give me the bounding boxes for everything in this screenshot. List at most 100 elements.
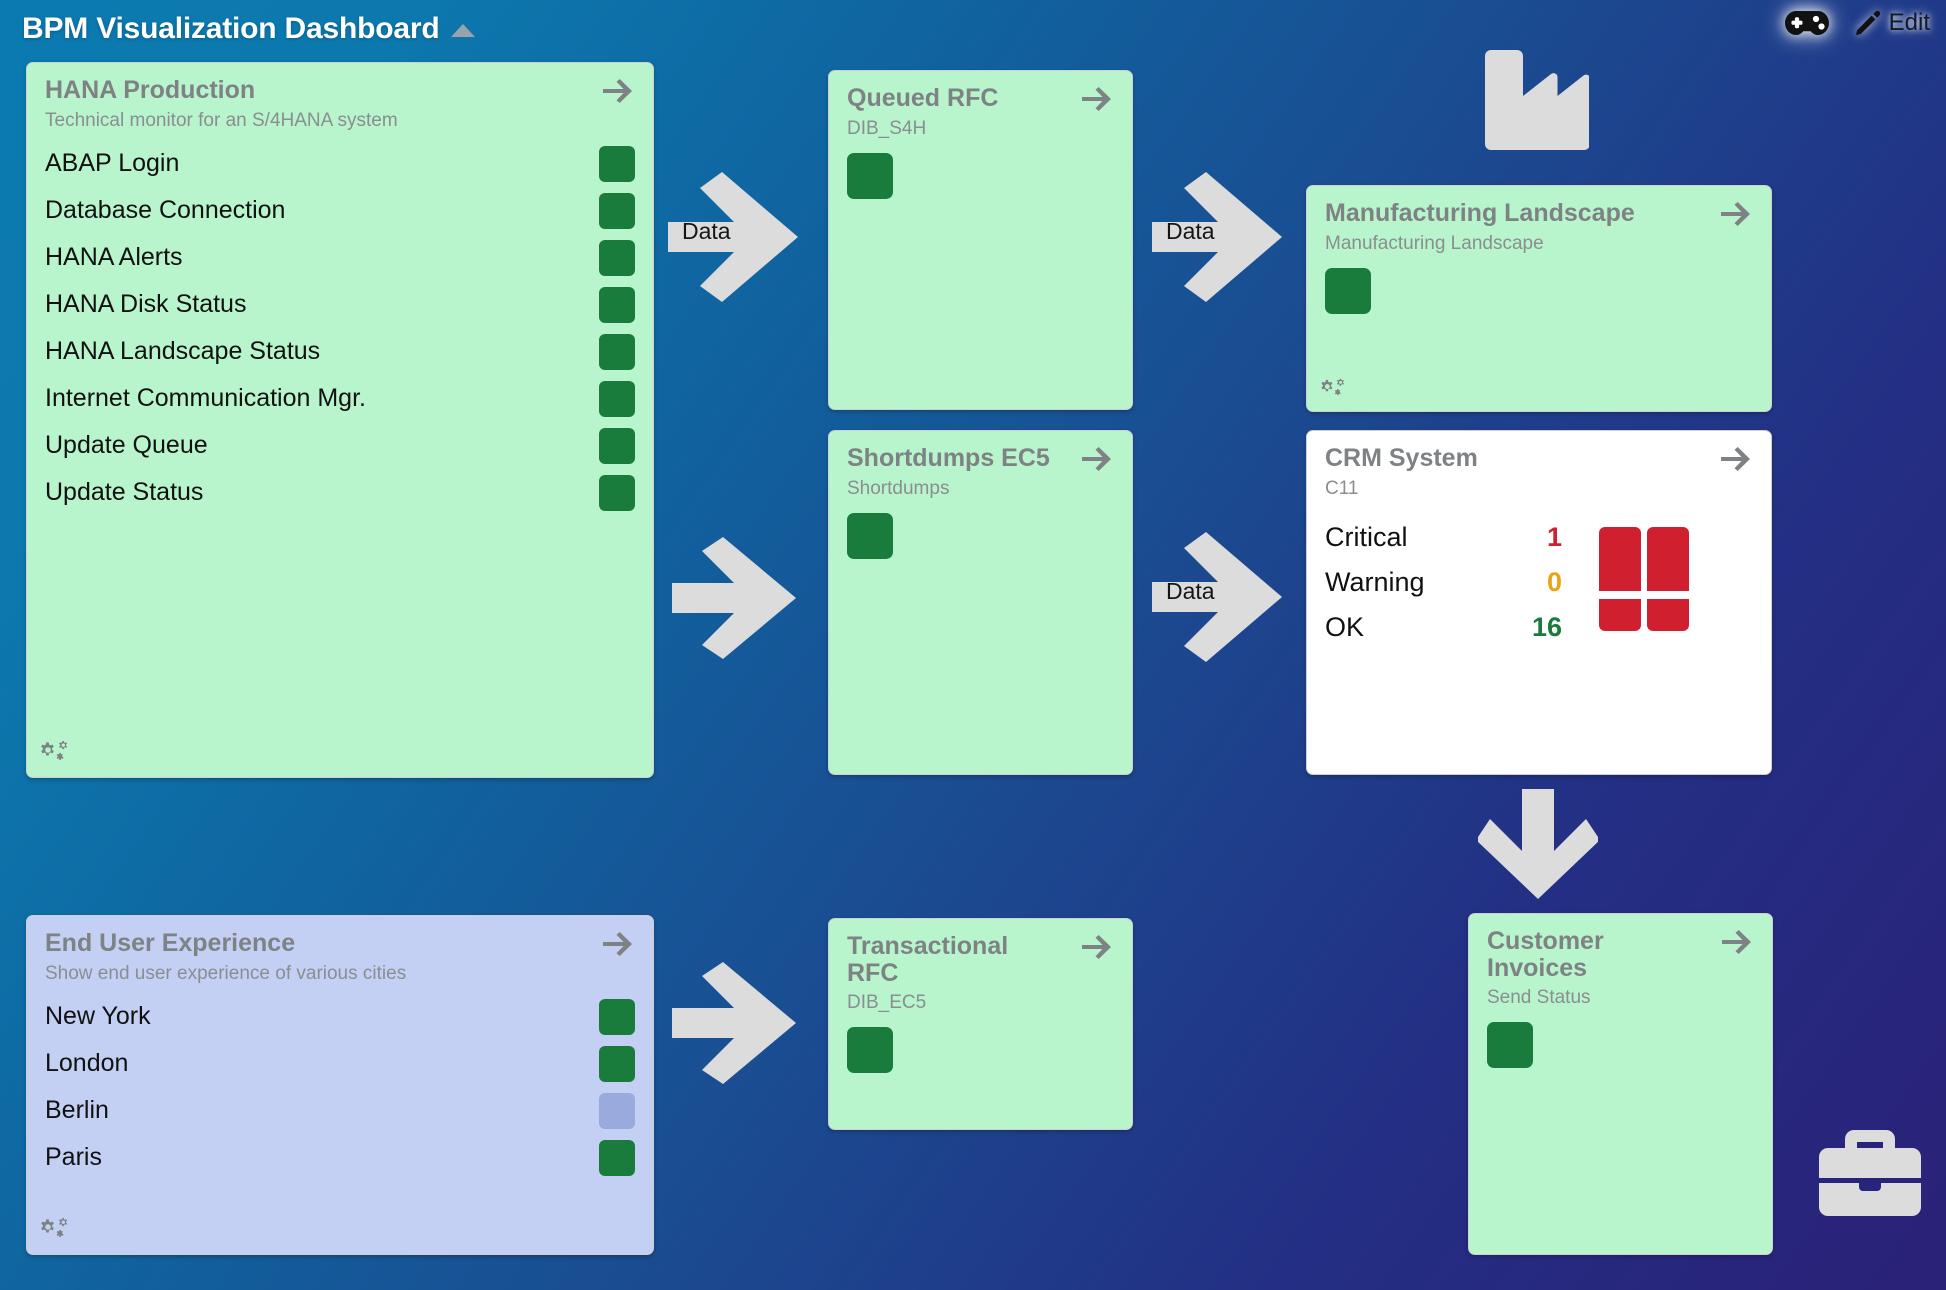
arrow-right-icon	[672, 537, 796, 659]
status-row[interactable]: Update Status	[45, 469, 635, 516]
card-subtitle: Send Status	[1487, 987, 1591, 1008]
status-row[interactable]: Internet Communication Mgr.	[45, 375, 635, 422]
crm-metrics-list: Critical 1 Warning 0 OK 16	[1325, 522, 1562, 657]
arrow-right-icon[interactable]	[1719, 447, 1753, 473]
header-actions: Edit	[1784, 8, 1930, 38]
metric-label: Critical	[1325, 522, 1408, 552]
status-indicator	[599, 192, 635, 229]
card-subtitle: Technical monitor for an S/4HANA system	[45, 110, 398, 131]
card-customer-invoices[interactable]: Customer Invoices Send Status	[1468, 913, 1773, 1255]
card-manufacturing-landscape[interactable]: Manufacturing Landscape Manufacturing La…	[1306, 185, 1772, 412]
card-subtitle: DIB_EC5	[847, 992, 927, 1013]
card-subtitle: Manufacturing Landscape	[1325, 233, 1544, 254]
metric-value: 0	[1546, 567, 1562, 597]
status-row[interactable]: Update Queue	[45, 422, 635, 469]
status-indicator	[599, 145, 635, 182]
card-queued-rfc[interactable]: Queued RFC DIB_S4H	[828, 70, 1133, 410]
arrow-right-icon[interactable]	[1080, 935, 1114, 961]
pencil-icon	[1855, 10, 1881, 36]
card-transactional-rfc[interactable]: Transactional RFC DIB_EC5	[828, 918, 1133, 1130]
gears-icon[interactable]	[1321, 377, 1351, 403]
status-indicator	[599, 427, 635, 464]
arrow-right-icon	[668, 172, 798, 302]
triangle-up-icon[interactable]	[451, 24, 476, 37]
status-row[interactable]: HANA Disk Status	[45, 281, 635, 328]
metric-row: Critical 1	[1325, 522, 1562, 567]
metric-label: OK	[1325, 612, 1365, 642]
gears-icon[interactable]	[41, 739, 75, 769]
dashboard-header: BPM Visualization Dashboard	[22, 12, 476, 46]
status-row-label: Internet Communication Mgr.	[45, 384, 366, 412]
card-header: Manufacturing Landscape	[1325, 200, 1753, 228]
status-indicator	[847, 153, 893, 199]
status-indicator	[599, 474, 635, 511]
status-row[interactable]: New York	[45, 993, 635, 1040]
status-indicator	[599, 1092, 635, 1129]
status-row-label: HANA Disk Status	[45, 290, 247, 318]
status-indicator	[1487, 1022, 1533, 1068]
briefcase-icon	[1818, 1128, 1922, 1216]
arrow-right-icon[interactable]	[601, 932, 635, 958]
arrow-right-icon[interactable]	[1719, 202, 1753, 228]
database-icon	[1596, 525, 1692, 635]
card-subtitle: Show end user experience of various citi…	[45, 963, 407, 984]
status-row-label: Database Connection	[45, 196, 286, 224]
arrow-right-icon[interactable]	[1080, 87, 1114, 113]
status-row-label: Update Queue	[45, 431, 208, 459]
metric-row: OK 16	[1325, 612, 1562, 657]
arrow-right-icon[interactable]	[601, 79, 635, 105]
status-row[interactable]: London	[45, 1040, 635, 1087]
arrow-right-icon[interactable]	[1080, 447, 1114, 473]
status-row[interactable]: ABAP Login	[45, 140, 635, 187]
card-title: Queued RFC	[847, 84, 999, 112]
status-row-label: HANA Alerts	[45, 243, 183, 271]
card-title: Customer Invoices	[1487, 927, 1604, 982]
connector-shortdumps-to-crm: Data	[1148, 532, 1286, 662]
status-indicator	[599, 1045, 635, 1082]
card-hana-production[interactable]: HANA Production Technical monitor for an…	[26, 62, 654, 778]
status-row[interactable]: Database Connection	[45, 187, 635, 234]
card-header: Transactional RFC	[847, 933, 1114, 987]
status-indicator	[1325, 268, 1371, 314]
status-indicator	[847, 513, 893, 559]
status-indicator	[599, 239, 635, 276]
card-end-user-experience[interactable]: End User Experience Show end user experi…	[26, 915, 654, 1255]
card-crm-system[interactable]: CRM System C11 Critical 1 Warning 0 OK 1…	[1306, 430, 1772, 775]
metric-label: Warning	[1325, 567, 1425, 597]
gears-icon[interactable]	[41, 1216, 75, 1246]
status-row-list: ABAP Login Database Connection HANA Aler…	[45, 140, 635, 516]
status-row-label: HANA Landscape Status	[45, 337, 321, 365]
metric-value: 1	[1546, 522, 1562, 552]
card-title: Shortdumps EC5	[847, 444, 1050, 472]
connector-hana-to-shortdumps	[668, 537, 800, 659]
status-row-list: New York London Berlin Paris	[45, 993, 635, 1181]
card-shortdumps-ec5[interactable]: Shortdumps EC5 Shortdumps	[828, 430, 1133, 775]
card-title: Manufacturing Landscape	[1325, 199, 1635, 227]
card-header: Shortdumps EC5	[847, 445, 1114, 473]
status-row[interactable]: Paris	[45, 1134, 635, 1181]
status-row-label: Update Status	[45, 478, 204, 506]
card-header: End User Experience	[45, 930, 635, 958]
status-row[interactable]: HANA Alerts	[45, 234, 635, 281]
status-indicator	[599, 286, 635, 323]
arrow-right-icon	[1152, 172, 1282, 302]
gamepad-icon[interactable]	[1784, 8, 1829, 38]
card-subtitle: Shortdumps	[847, 478, 950, 499]
arrow-right-icon	[1152, 532, 1282, 662]
edit-button[interactable]: Edit	[1855, 9, 1930, 37]
card-header: Queued RFC	[847, 85, 1114, 113]
card-subtitle: C11	[1325, 478, 1359, 499]
card-header: Customer Invoices	[1487, 928, 1754, 982]
crm-metrics-body: Critical 1 Warning 0 OK 16	[1325, 522, 1753, 657]
card-title: HANA Production	[45, 76, 256, 104]
arrow-right-icon[interactable]	[1720, 930, 1754, 956]
status-row[interactable]: Berlin	[45, 1087, 635, 1134]
connector-label: Data	[1166, 218, 1215, 244]
status-indicator	[599, 1139, 635, 1176]
status-indicator	[599, 998, 635, 1035]
connector-queued-rfc-to-manufacturing: Data	[1148, 172, 1286, 302]
connector-crm-to-customer-invoices	[1478, 785, 1598, 903]
card-header: CRM System	[1325, 445, 1753, 473]
status-indicator	[599, 380, 635, 417]
status-row[interactable]: HANA Landscape Status	[45, 328, 635, 375]
